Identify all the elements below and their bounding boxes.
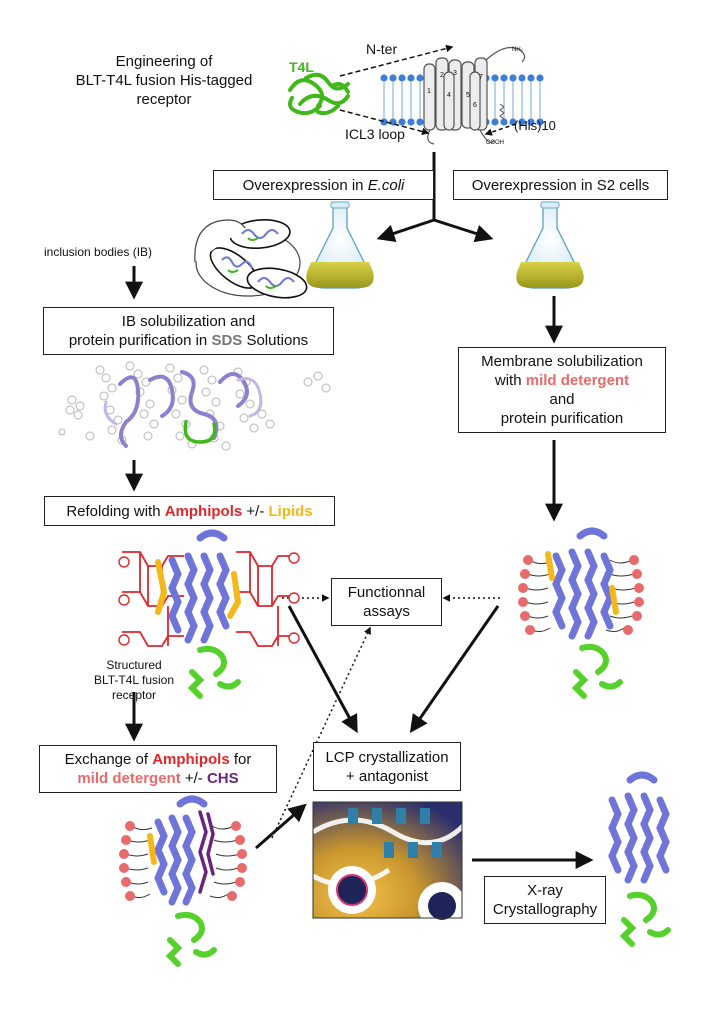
exchange-amphipols-highlight: Amphipols xyxy=(152,751,230,768)
helix-number-7: 7 xyxy=(479,74,483,81)
membrane-line2: with mild detergent xyxy=(495,371,629,390)
nter-label: N-ter xyxy=(366,41,398,57)
exchange-detergent-highlight: mild detergent xyxy=(77,770,181,787)
lcp-crystallization-box: LCP crystallization + antagonist xyxy=(313,742,461,791)
helix-number-3: 3 xyxy=(453,70,457,77)
exchange-line2-mid: +/- xyxy=(180,770,207,787)
t4l-domain-icon xyxy=(288,72,350,116)
ib-line2-suffix: Solutions xyxy=(242,332,309,349)
receptor-detergent-chs-icon xyxy=(119,795,247,967)
refolding-prefix: Refolding with xyxy=(66,502,165,520)
receptor-amphipol-complex-icon xyxy=(118,529,300,699)
nh2-label: NH₂ xyxy=(512,47,523,53)
title-line-2: BLT-T4L fusion His-tagged xyxy=(75,72,253,89)
ib-solubilization-line2: protein purification in SDS Solutions xyxy=(69,331,308,350)
exchange-box: Exchange of Amphipols for mild detergent… xyxy=(39,745,277,793)
lipids-highlight: Lipids xyxy=(268,502,313,520)
overexpression-ecoli-text: Overexpression in E.coli xyxy=(243,176,405,195)
t4l-label: T4L xyxy=(289,59,314,75)
chs-highlight: CHS xyxy=(206,770,239,787)
membrane-bilayer-icon xyxy=(380,74,544,126)
sds-highlight: SDS xyxy=(211,332,243,349)
refolding-text: Refolding with Amphipols +/- Lipids xyxy=(66,502,312,521)
exchange-line1: Exchange of Amphipols for xyxy=(65,750,252,769)
split-arrows xyxy=(376,152,494,243)
structured-line1: Structured xyxy=(106,658,162,672)
ib-solubilization-box: IB solubilization and protein purificati… xyxy=(43,307,334,355)
refolding-mid: +/- xyxy=(242,502,269,520)
membrane-line3: and xyxy=(549,391,575,408)
lcp-line2: + antagonist xyxy=(345,767,429,785)
xray-line2: Crystallography xyxy=(492,901,598,918)
lcp-mesophase-image xyxy=(311,801,466,930)
membrane-line1: Membrane solubilization xyxy=(481,353,643,370)
exchange-line1-suffix: for xyxy=(229,751,252,768)
title-line-1: Engineering of xyxy=(115,53,213,70)
ib-solubilization-line1: IB solubilization and xyxy=(121,313,256,330)
overexpression-s2-box: Overexpression in S2 cells xyxy=(453,170,668,200)
icl3-label: ICL3 loop xyxy=(345,126,405,142)
title-line-3: receptor xyxy=(136,91,192,108)
cooh-label: COOH xyxy=(486,140,504,146)
helix-number-6: 6 xyxy=(473,102,477,109)
ecoli-cells-icon xyxy=(194,219,308,299)
receptor-top-illustration xyxy=(288,44,544,145)
helix-number-5: 5 xyxy=(466,92,470,99)
membrane-line4: protein purification xyxy=(500,410,624,427)
structured-receptor-label: Structured BLT-T4L fusion receptor xyxy=(64,658,204,703)
inclusion-bodies-label: inclusion bodies (IB) xyxy=(44,245,153,259)
structured-line3: receptor xyxy=(111,688,157,702)
flask-s2-icon xyxy=(516,201,584,289)
his-dashed-arrow xyxy=(484,123,517,136)
xray-crystallography-box: X-ray Crystallography xyxy=(484,876,606,924)
flask-ecoli-icon xyxy=(306,201,374,289)
his-label: (His)10 xyxy=(514,118,556,133)
exchange-line2: mild detergent +/- CHS xyxy=(77,769,238,788)
functional-assays-box: Functionnal assays xyxy=(331,578,442,626)
receptor-detergent-micelle-icon xyxy=(518,527,644,699)
overexpression-ecoli-prefix: Overexpression in xyxy=(242,176,368,194)
refolding-box: Refolding with Amphipols +/- Lipids xyxy=(44,496,335,526)
nter-dashed-arrow xyxy=(339,44,454,77)
functional-assays-line1: Functionnal xyxy=(347,584,426,601)
helix-number-4: 4 xyxy=(447,92,451,99)
flow-arrows xyxy=(125,266,594,869)
membrane-line2-prefix: with xyxy=(494,372,526,389)
overexpression-s2-text: Overexpression in S2 cells xyxy=(471,176,650,194)
his-tag-icon xyxy=(499,103,505,120)
amphipols-highlight: Amphipols xyxy=(164,502,243,520)
functional-assays-line2: assays xyxy=(363,603,410,620)
crystal-structure-icon xyxy=(608,771,671,947)
lcp-line1: LCP crystallization xyxy=(325,748,449,766)
engineering-title: Engineering of BLT-T4L fusion His-tagged… xyxy=(54,52,274,109)
icl3-dashed-arrow xyxy=(339,109,430,136)
ib-line2-prefix: protein purification in xyxy=(68,332,212,349)
transmembrane-helices-icon xyxy=(423,47,526,145)
sds-unfolded-protein-icon xyxy=(58,361,331,451)
structured-line2: BLT-T4L fusion xyxy=(93,673,175,687)
helix-number-2: 2 xyxy=(440,72,444,79)
membrane-solubilization-box: Membrane solubilization with mild deterg… xyxy=(458,347,666,433)
helix-number-1: 1 xyxy=(427,88,431,95)
assay-dotted-arrows xyxy=(271,594,500,839)
overexpression-ecoli-box: Overexpression in E.coli xyxy=(213,170,434,200)
xray-line1: X-ray xyxy=(527,882,563,899)
exchange-line1-prefix: Exchange of xyxy=(64,751,153,768)
mild-detergent-highlight: mild detergent xyxy=(525,372,630,389)
ecoli-organism: E.coli xyxy=(367,176,405,194)
